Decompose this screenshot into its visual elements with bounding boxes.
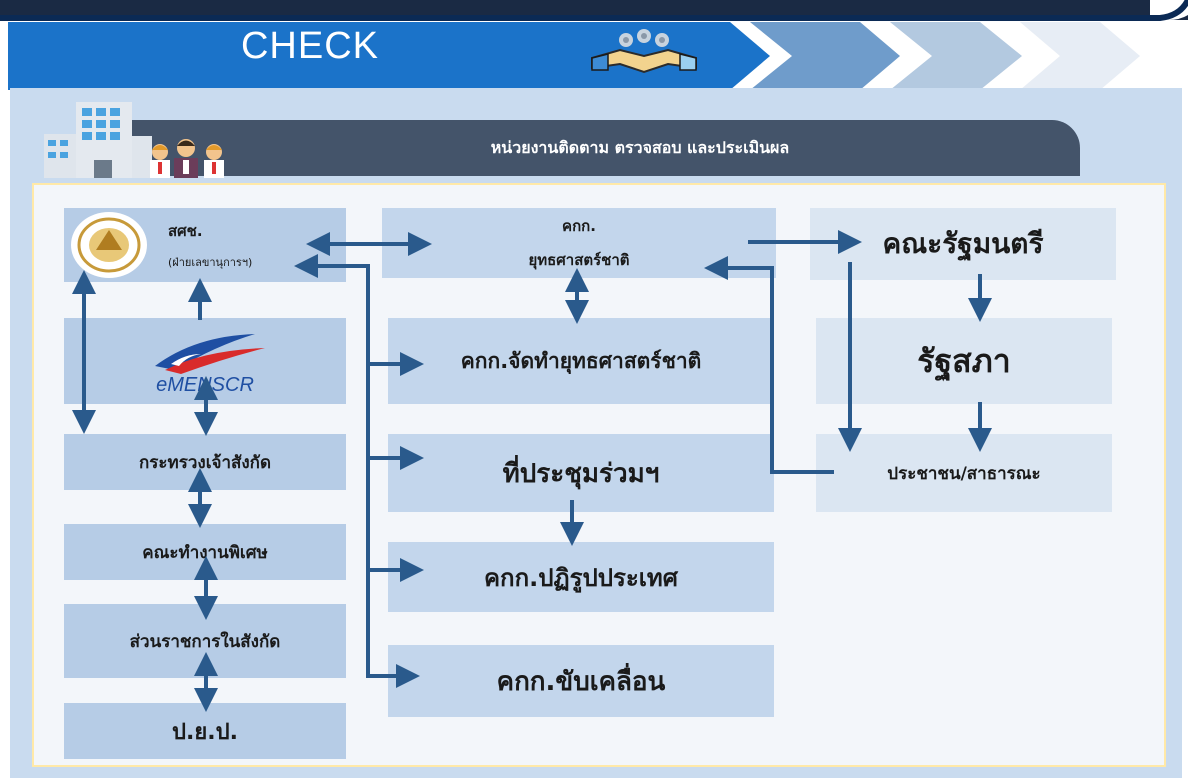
joint-meeting-box: ที่ประชุมร่วมฯ: [388, 434, 774, 512]
header-chevron-band: [0, 0, 1188, 90]
chevron-3: [890, 22, 1022, 90]
public-box: ประชาชน/สาธารณะ: [816, 434, 1112, 512]
chevron-2: [750, 22, 900, 90]
national-strategy-committee-box: คกก. ยุทธศาสตร์ชาติ: [382, 208, 776, 278]
ministry-box: กระทรวงเจ้าสังกัด: [64, 434, 346, 490]
emenscr-box: eMENSCR: [64, 318, 346, 404]
emenscr-logo: eMENSCR: [135, 326, 275, 396]
pyp-box: ป.ย.ป.: [64, 703, 346, 759]
section-header-bar: [118, 120, 1080, 176]
handshake-team-icon: [591, 29, 697, 74]
nesdc-sub: (ฝ่ายเลขานุการฯ): [168, 256, 253, 269]
strategy-drafting-committee-box: คกก.จัดทำยุทธศาสตร์ชาติ: [388, 318, 774, 404]
chevron-1: [8, 22, 770, 90]
chevron-4: [1020, 22, 1140, 90]
section-title: หน่วยงานติดตาม ตรวจสอบ และประเมินผล: [490, 138, 790, 157]
nesdc-seal-logo: [71, 212, 147, 278]
parliament-box: รัฐสภา: [816, 318, 1112, 404]
cabinet-box: คณะรัฐมนตรี: [810, 208, 1116, 280]
nesdc-box: สศช. (ฝ่ายเลขานุการฯ): [64, 208, 346, 282]
agencies-box: ส่วนราชการในสังกัด: [64, 604, 346, 678]
reform-committee-box: คกก.ปฏิรูปประเทศ: [388, 542, 774, 612]
special-working-group-box: คณะทำงานพิเศษ: [64, 524, 346, 580]
driving-committee-box: คกก.ขับเคลื่อน: [388, 645, 774, 717]
office-building-staff-icon: [44, 102, 224, 178]
nesdc-name: สศช.: [168, 222, 203, 240]
check-title: CHECK: [240, 25, 380, 67]
